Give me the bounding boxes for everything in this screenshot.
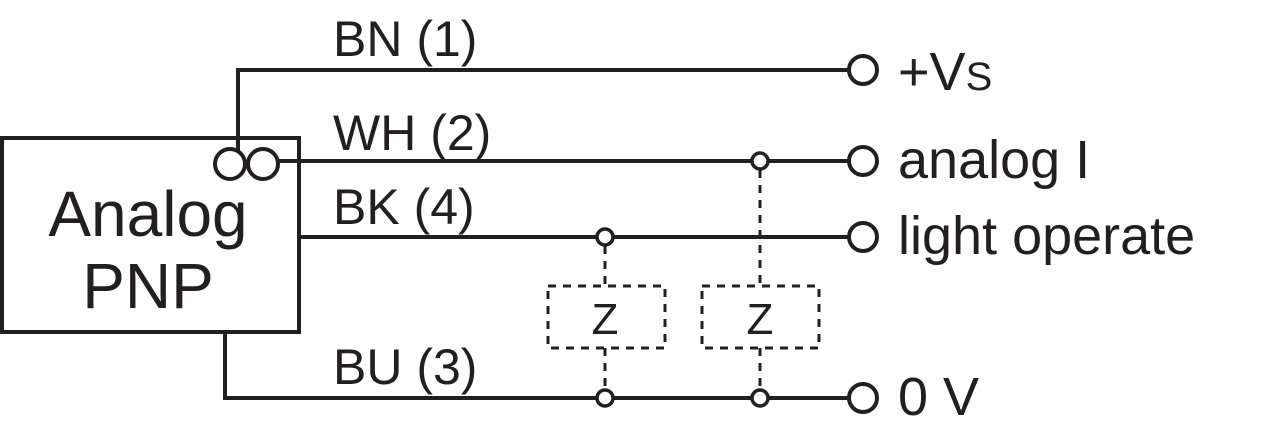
terminal-zero xyxy=(847,382,879,414)
wire-label-wh: WH (2) xyxy=(333,105,491,161)
device-label-line1: Analog xyxy=(48,178,247,250)
terminal-label-light: light operate xyxy=(898,206,1195,266)
junction-bk xyxy=(595,227,615,247)
terminal-analog xyxy=(847,145,879,177)
device-label-line2: PNP xyxy=(82,250,214,322)
junction-bu-2 xyxy=(750,388,770,408)
junction-bu-1 xyxy=(595,388,615,408)
optical-symbol-right xyxy=(246,147,280,181)
load2-label: Z xyxy=(747,295,774,344)
wire-label-bu: BU (3) xyxy=(333,339,477,395)
load1-label: Z xyxy=(592,295,619,344)
terminal-label-analog: analog I xyxy=(898,130,1090,190)
junction-wh xyxy=(750,151,770,171)
bn-wire xyxy=(236,68,848,150)
wire-label-bn: BN (1) xyxy=(333,11,477,67)
terminal-light xyxy=(847,221,879,253)
terminal-vs xyxy=(847,54,879,86)
optical-symbol-left xyxy=(213,147,247,181)
vs-subscript: S xyxy=(966,55,993,99)
wire-label-bk: BK (4) xyxy=(333,179,475,235)
bu-wire xyxy=(223,332,848,400)
vs-main: +V xyxy=(898,42,966,102)
terminal-label-zero: 0 V xyxy=(898,367,979,427)
terminal-label-vs: +VS xyxy=(898,42,992,102)
